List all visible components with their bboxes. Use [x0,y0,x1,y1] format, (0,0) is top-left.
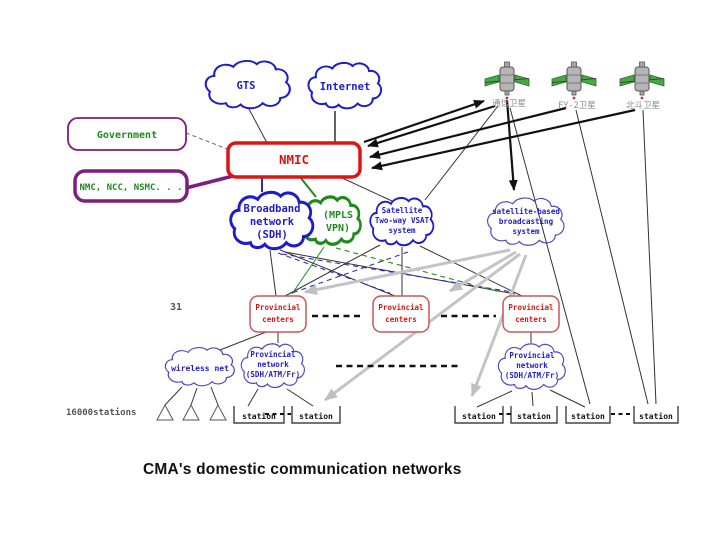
arrow-broadcast-pc1 [304,248,511,295]
broadcast-label: system [512,227,540,236]
connectors [164,99,657,415]
arrow-broadcast-station-right [470,254,528,397]
node-boxes [67,117,679,424]
link-sat3-station [642,109,657,405]
arrow-sat2-nmic [369,106,567,159]
station-box [291,406,341,424]
station-label: station [242,411,276,421]
satellite-label: FY-2卫星 [558,101,595,111]
nmic-box [226,141,362,179]
link-nmic-mpls [299,176,317,198]
provincial-center-box [372,295,430,333]
link-wireless-tri2 [190,387,198,406]
arrow-broadcast-pc2 [449,250,517,293]
link-gts-nmic [248,108,268,144]
broadcast-label: satellite-based [492,207,560,216]
antenna-triangle [209,403,227,421]
station-label: station [299,411,333,421]
arrow-sat3-nmic [371,108,636,171]
provnet-right-label: Provincial [509,351,554,360]
provnet-left-label: Provincial [250,350,295,359]
link-nmc-nmic [185,173,238,190]
arrow-nmic-sat1 [363,99,485,144]
nmc-label: NMC, NCC, NSMC. . . [80,183,183,193]
station-label: station [462,411,496,421]
link-vsat-pc3 [419,245,523,297]
link-broadband-pc2 [279,249,396,297]
provincial-center-label: Provincial [378,303,423,312]
vsat-label: system [388,226,416,235]
link-sat1-station [509,107,591,405]
satellite-icon [551,61,597,100]
antenna-triangle [156,403,174,421]
satellite-icon [619,61,665,100]
government-box [67,117,187,151]
station-box [233,406,285,424]
link-government-nmic [185,132,231,151]
provincial-center-label: centers [262,315,294,324]
link-mpls-pc1 [291,246,325,295]
station-box [633,406,679,424]
provincial-center-label: Provincial [508,303,553,312]
station-box [565,406,611,424]
link-provnetR-station3 [476,390,513,408]
link-provnet-station1 [247,388,259,407]
nmic-label: NMIC [279,152,309,167]
provincial-count-label: 31 [170,302,182,313]
link-provnetR-station5 [549,389,586,408]
provnet-left-label: network [257,360,289,369]
link-provnet-station2 [286,388,314,407]
provnet-right-label: network [516,361,548,370]
link-nmic-vsat [339,176,393,202]
station-label: station [639,411,673,421]
government-label: Government [97,130,157,141]
broadband-label: network [250,216,295,228]
vsat-label: Satellite [382,206,423,215]
provincial-center-label: Provincial [255,303,300,312]
nmc-box [73,169,189,203]
link-broadband-pc1 [269,249,277,297]
link-wireless-tri1 [164,386,183,406]
provincial-center-label: centers [515,315,547,324]
arrow-sat1-nmic [367,104,496,148]
arrow-sat1-broadcast [505,99,518,191]
link-provnetR-station4 [531,391,534,407]
satellite-label: 北斗卫星 [626,101,660,111]
link-vsat-pc1 [284,244,381,297]
link-wireless-tri3 [210,386,219,406]
station-box [454,406,504,424]
link-blue-dash-2 [281,253,513,293]
broadband-label: (SDH) [256,229,288,241]
provnet-left-label: (SDH/ATM/Fr) [246,370,300,379]
stations-count-label: 16000stations [66,407,136,418]
labels: GTS Internet Government NMC, NCC, NSMC. … [66,80,673,478]
satellite-label: 通信卫星 [492,98,526,109]
station-box [510,406,558,424]
gts-label: GTS [237,80,256,92]
internet-label: Internet [320,81,371,93]
link-satellite-vsat [424,105,499,201]
mpls-label: (MPLS [323,210,353,221]
station-label: station [571,411,605,421]
antenna-triangle [182,403,200,421]
broadcast-label: broadcasting [499,217,554,226]
satellite-icon [484,61,530,100]
satellites: 通信卫星 FY-2卫星 北斗卫星 [484,61,665,111]
link-sat2-station [575,109,649,405]
link-blue-dash-1 [277,252,391,294]
vsat-label: Two-way VSAT [375,216,430,225]
broadband-label: Broadband [244,203,301,215]
diagram-caption: CMA's domestic communication networks [143,461,462,478]
provincial-center-label: centers [385,315,417,324]
provincial-center-box [249,295,307,333]
station-label: station [517,411,551,421]
wireless-label: wireless net [171,363,229,373]
link-pc1-wireless [219,331,267,351]
provnet-right-label: (SDH/ATM/Fr) [505,371,559,380]
provincial-center-box [502,295,560,333]
mpls-label: VPN) [326,223,350,234]
